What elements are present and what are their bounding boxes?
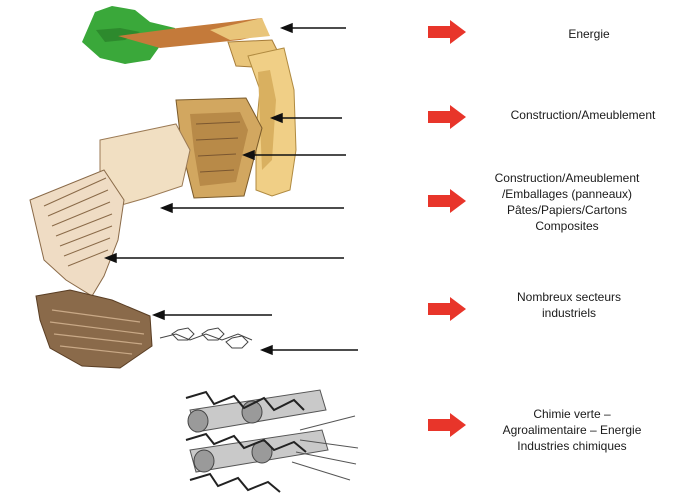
use-label-energie: Energie <box>568 26 609 42</box>
label-line: Construction/Ameublement <box>495 170 640 186</box>
label-line: Chimie verte – <box>503 406 642 422</box>
label-line: Nombreux secteurs <box>517 289 621 305</box>
red-arrow-icon <box>428 105 466 129</box>
fiber-bundle-icon <box>30 124 190 368</box>
use-label-chimie: Chimie verte – Agroalimentaire – Energie… <box>503 406 642 454</box>
label-line: Composites <box>495 218 640 234</box>
label-line: /Emballages (panneaux) <box>495 186 640 202</box>
label-line: Energie <box>568 26 609 42</box>
pointer-arrow-head <box>154 311 164 319</box>
label-line: Agroalimentaire – Energie <box>503 422 642 438</box>
label-line: industriels <box>517 305 621 321</box>
use-label-secteurs: Nombreux secteurs industriels <box>517 289 621 321</box>
label-line: Construction/Ameublement <box>511 107 656 123</box>
pointer-arrow-head <box>262 346 272 354</box>
pointer-arrow-head <box>282 24 292 32</box>
cellulose-fibril-icon <box>186 390 358 492</box>
red-arrow-icon <box>428 413 466 437</box>
red-arrow-icon <box>428 189 466 213</box>
glucose-chain-icon <box>160 328 252 348</box>
red-arrow-icon <box>428 297 466 321</box>
red-arrow-icon <box>428 20 466 44</box>
pointer-arrow-head <box>162 204 172 212</box>
use-label-construction-emballages: Construction/Ameublement /Emballages (pa… <box>495 170 640 234</box>
label-line: Pâtes/Papiers/Cartons <box>495 202 640 218</box>
label-line: Industries chimiques <box>503 438 642 454</box>
use-label-construction: Construction/Ameublement <box>511 107 656 123</box>
